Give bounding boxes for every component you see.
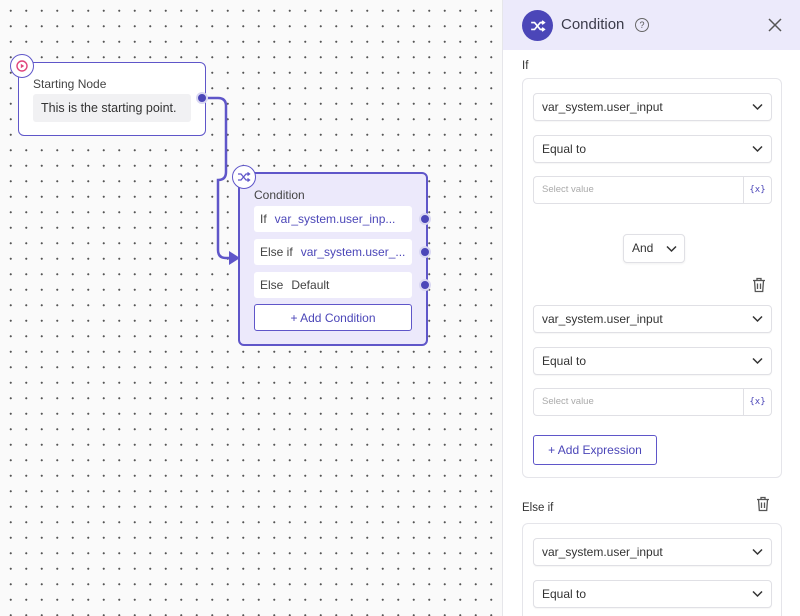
operator-select[interactable]: Equal to	[533, 580, 772, 608]
if-output-handle[interactable]	[419, 213, 431, 225]
else-if-output-handle[interactable]	[419, 246, 431, 258]
chevron-down-icon	[752, 103, 763, 111]
play-icon	[10, 54, 34, 78]
chevron-down-icon	[752, 548, 763, 556]
close-icon[interactable]	[767, 17, 783, 33]
variable-select[interactable]: var_system.user_input	[533, 538, 772, 566]
condition-row-if[interactable]: If var_system.user_inp...	[254, 206, 412, 232]
condition-keyword: If	[260, 212, 267, 226]
operator-select[interactable]: Equal to	[533, 135, 772, 163]
edge-start-to-condition	[204, 96, 240, 265]
condition-row-else-if[interactable]: Else if var_system.user_...	[254, 239, 412, 265]
variable-select-value: var_system.user_input	[542, 545, 663, 559]
trash-icon[interactable]	[756, 496, 770, 512]
starting-node-title: Starting Node	[33, 77, 107, 91]
else-output-handle[interactable]	[419, 279, 431, 291]
value-input[interactable]: Select value	[533, 388, 743, 416]
variable-picker-button[interactable]: {x}	[743, 388, 772, 416]
chevron-down-icon	[752, 357, 763, 365]
condition-keyword: Else if	[260, 245, 293, 259]
variable-select-value: var_system.user_input	[542, 100, 663, 114]
variable-picker-button[interactable]: {x}	[743, 176, 772, 204]
operator-select-value: Equal to	[542, 354, 587, 368]
starting-node-text: This is the starting point.	[33, 94, 191, 122]
condition-node-title: Condition	[254, 188, 305, 202]
add-expression-button[interactable]: + Add Expression	[533, 435, 657, 465]
trash-icon[interactable]	[752, 277, 766, 293]
value-input[interactable]: Select value	[533, 176, 743, 204]
chevron-down-icon	[752, 145, 763, 153]
operator-select-value: Equal to	[542, 142, 587, 156]
chevron-down-icon	[752, 590, 763, 598]
logic-operator-value: And	[632, 241, 654, 255]
condition-value: var_system.user_inp...	[274, 212, 396, 226]
if-expression-card: var_system.user_input Equal to Select va…	[522, 78, 782, 478]
variable-select[interactable]: var_system.user_input	[533, 305, 772, 333]
help-icon[interactable]: ?	[635, 18, 649, 32]
else-if-section-label: Else if	[522, 502, 554, 514]
shuffle-icon	[522, 10, 553, 41]
add-condition-button[interactable]: + Add Condition	[254, 304, 412, 331]
operator-select[interactable]: Equal to	[533, 347, 772, 375]
condition-value: Default	[291, 278, 330, 292]
variable-select[interactable]: var_system.user_input	[533, 93, 772, 121]
logic-operator-select[interactable]: And	[623, 234, 685, 263]
chevron-down-icon	[752, 315, 763, 323]
operator-select-value: Equal to	[542, 587, 587, 601]
chevron-down-icon	[666, 245, 677, 253]
condition-keyword: Else	[260, 278, 284, 292]
panel-header: Condition ?	[503, 0, 800, 50]
variable-select-value: var_system.user_input	[542, 312, 663, 326]
starting-node[interactable]: Starting Node This is the starting point…	[10, 54, 208, 136]
condition-node[interactable]: Condition If var_system.user_inp... Else …	[232, 165, 431, 346]
panel-title: Condition	[561, 16, 625, 33]
condition-value: var_system.user_...	[300, 245, 406, 259]
starting-node-output-handle[interactable]	[196, 92, 208, 104]
condition-panel: Condition ? If var_system.user_input Equ…	[502, 0, 800, 616]
if-section-label: If	[522, 60, 529, 72]
flow-canvas[interactable]: Starting Node This is the starting point…	[0, 0, 502, 616]
else-if-expression-card: var_system.user_input Equal to	[522, 523, 782, 616]
condition-row-else[interactable]: Else Default	[254, 272, 412, 298]
shuffle-icon	[232, 165, 256, 189]
